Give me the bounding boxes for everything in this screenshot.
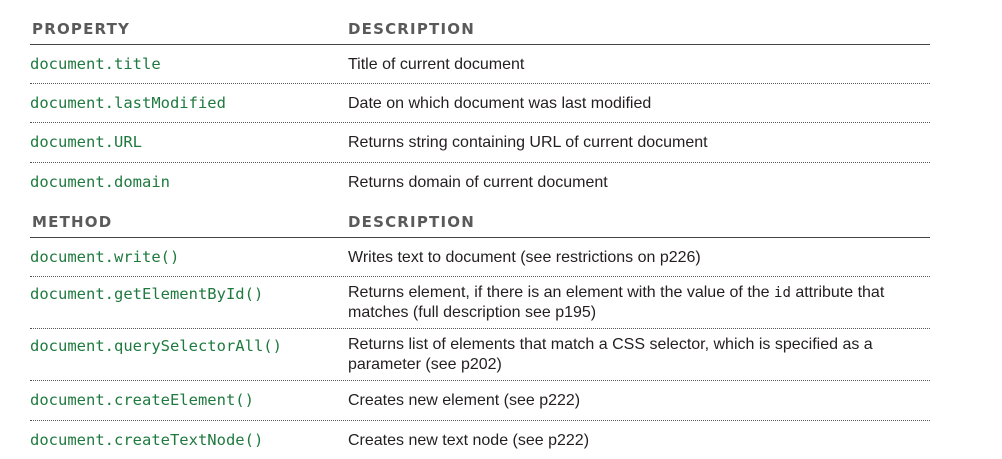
method-column-header: METHOD xyxy=(32,213,113,231)
method-description: Creates new text node (see p222) xyxy=(348,432,590,449)
method-name: document.write() xyxy=(30,248,180,266)
table-row: document.querySelectorAll() Returns list… xyxy=(30,329,930,381)
table-row: document.getElementById() Returns elemen… xyxy=(30,277,930,329)
method-description: Writes text to document (see restriction… xyxy=(348,249,701,266)
method-description: Creates new element (see p222) xyxy=(348,392,581,409)
property-description: Returns domain of current document xyxy=(348,174,608,191)
table-row: document.title Title of current document xyxy=(30,45,930,84)
table-row: document.write() Writes text to document… xyxy=(30,238,930,277)
method-name: document.createElement() xyxy=(30,391,254,409)
table-row: document.URL Returns string containing U… xyxy=(30,123,930,163)
property-description: Returns string containing URL of current… xyxy=(348,134,708,151)
method-description: Returns list of elements that match a CS… xyxy=(348,336,873,373)
property-name: document.title xyxy=(30,55,161,73)
methods-section: METHOD DESCRIPTION document.write() Writ… xyxy=(30,201,930,459)
description-column-header: DESCRIPTION xyxy=(348,213,475,231)
property-description: Title of current document xyxy=(348,56,525,73)
property-description: Date on which document was last modified xyxy=(348,95,652,112)
method-description: Returns element, if there is an element … xyxy=(348,283,933,323)
description-text: Returns element, if there is an element … xyxy=(348,284,775,301)
properties-header-row: PROPERTY DESCRIPTION xyxy=(30,0,930,45)
table-row: document.domain Returns domain of curren… xyxy=(30,163,930,201)
property-name: document.URL xyxy=(30,133,142,151)
method-name: document.createTextNode() xyxy=(30,431,264,449)
property-name: document.domain xyxy=(30,173,170,191)
id-attribute-code: id xyxy=(774,285,791,301)
method-name: document.querySelectorAll() xyxy=(30,337,282,355)
table-row: document.createElement() Creates new ele… xyxy=(30,381,930,421)
table-row: document.createTextNode() Creates new te… xyxy=(30,421,930,459)
method-name: document.getElementById() xyxy=(30,285,264,303)
description-text: attribute that matches (full description… xyxy=(348,284,885,321)
document-reference-table: PROPERTY DESCRIPTION document.title Titl… xyxy=(30,0,930,459)
methods-header-row: METHOD DESCRIPTION xyxy=(30,201,930,238)
properties-section: PROPERTY DESCRIPTION document.title Titl… xyxy=(30,0,930,201)
description-column-header: DESCRIPTION xyxy=(348,20,475,38)
table-row: document.lastModified Date on which docu… xyxy=(30,84,930,123)
property-name: document.lastModified xyxy=(30,94,226,112)
property-column-header: PROPERTY xyxy=(32,20,131,38)
